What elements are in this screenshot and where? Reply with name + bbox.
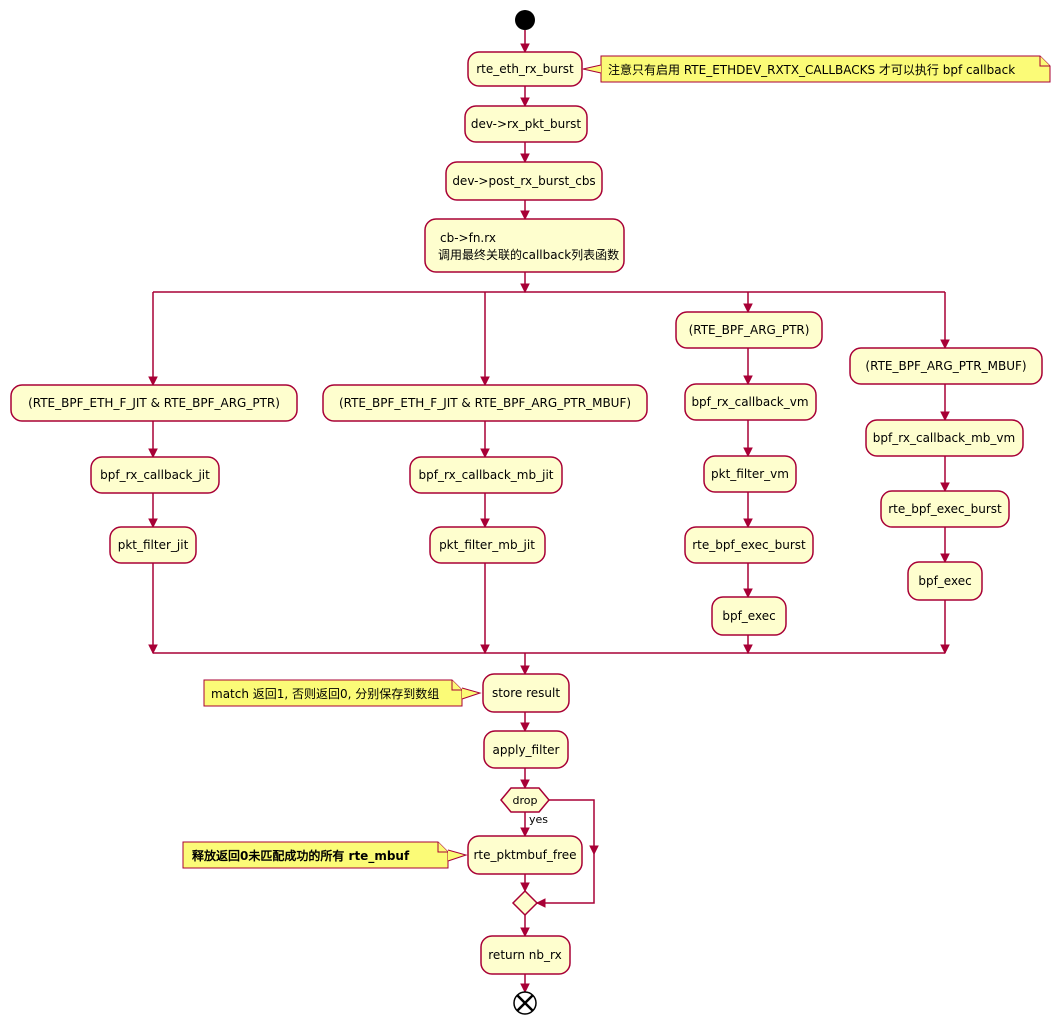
arrowheads [148,43,950,994]
arrowhead [480,644,490,655]
activity-label: (RTE_BPF_ARG_PTR_MBUF) [865,359,1026,373]
arrowhead [940,411,950,422]
activity-label: bpf_exec [918,574,971,588]
activity-bpf-rx-callback-jit: bpf_rx_callback_jit [90,456,220,494]
start-node [515,10,535,30]
activity-b3-condition: (RTE_BPF_ARG_PTR) [675,311,823,349]
activity-label: pkt_filter_mb_jit [439,538,535,552]
activity-rte-pktmbuf-free: rte_pktmbuf_free [467,835,583,875]
activity-label: dev->post_rx_burst_cbs [452,174,595,188]
activity-rx-pkt-burst: dev->rx_pkt_burst [464,105,588,143]
activity-label-line2: 调用最终关联的callback列表函数 [438,247,619,262]
activity-label: pkt_filter_vm [711,467,789,481]
arrowhead [535,898,546,908]
activity-b4-rte-bpf-exec-burst: rte_bpf_exec_burst [880,490,1010,528]
activity-pkt-filter-vm: pkt_filter_vm [703,455,797,493]
arrowhead [520,779,530,790]
note-free: 释放返回0未匹配成功的所有 rte_mbuf [182,841,468,869]
activity-cb-fn-rx: cb->fn.rx 调用最终关联的callback列表函数 [424,218,625,273]
activity-label: bpf_rx_callback_jit [100,468,210,482]
decision-label: drop [513,794,538,807]
activity-label: rte_bpf_exec_burst [888,502,1002,516]
arrowhead [743,303,753,314]
arrowhead [743,644,753,655]
activity-post-rx-burst-cbs: dev->post_rx_burst_cbs [445,161,603,201]
arrowhead [940,482,950,493]
activity-label: bpf_rx_callback_mb_jit [419,468,554,482]
activity-store-result: store result [482,673,570,713]
end-node [513,991,537,1015]
activity-rte-eth-rx-burst: rte_eth_rx_burst [467,51,583,87]
activity-label: rte_pktmbuf_free [473,848,576,862]
activity-b3-rte-bpf-exec-burst: rte_bpf_exec_burst [684,526,814,564]
arrowhead [520,97,530,108]
arrowhead [520,665,530,676]
arrowhead [148,448,158,459]
arrowhead [520,827,530,838]
activity-label-line1: cb->fn.rx [440,231,496,245]
arrowhead [520,43,530,54]
arrowhead [940,644,950,655]
note-callbacks: 注意只有启用 RTE_ETHDEV_RXTX_CALLBACKS 才可以执行 b… [582,55,1051,83]
activity-bpf-rx-callback-mb-jit: bpf_rx_callback_mb_jit [409,456,563,494]
arrowhead [520,983,530,994]
note-text: 释放返回0未匹配成功的所有 rte_mbuf [192,848,410,864]
activity-b2-condition: (RTE_BPF_ETH_F_JIT & RTE_BPF_ARG_PTR_MBU… [322,384,648,422]
note-text: 注意只有启用 RTE_ETHDEV_RXTX_CALLBACKS 才可以执行 b… [608,62,1015,77]
decision-yes-label: yes [529,813,548,826]
activity-b4-bpf-exec: bpf_exec [907,561,983,601]
arrowhead [148,644,158,655]
activity-b1-condition: (RTE_BPF_ETH_F_JIT & RTE_BPF_ARG_PTR) [10,384,298,422]
arrowhead [480,518,490,529]
arrowhead [480,376,490,387]
activity-label: store result [492,686,560,700]
activity-return-nb-rx: return nb_rx [480,935,571,975]
activity-bpf-rx-callback-mb-vm: bpf_rx_callback_mb_vm [865,419,1024,457]
arrowhead [520,927,530,938]
arrowhead [520,153,530,164]
activity-label: pkt_filter_jit [118,538,189,552]
arrowhead [520,283,530,294]
activity-label: (RTE_BPF_ETH_F_JIT & RTE_BPF_ARG_PTR) [28,396,280,410]
note-text: match 返回1, 否则返回0, 分别保存到数组 [211,686,439,701]
activity-label: apply_filter [493,743,560,757]
activity-label: (RTE_BPF_ETH_F_JIT & RTE_BPF_ARG_PTR_MBU… [339,396,631,410]
merge-diamond [511,889,539,917]
arrowhead [743,375,753,386]
arrowhead [148,376,158,387]
arrowhead [148,518,158,529]
decision-drop [500,787,550,813]
activity-label: bpf_exec [722,609,775,623]
arrowhead [743,518,753,529]
arrowhead [520,722,530,733]
note-match: match 返回1, 否则返回0, 分别保存到数组 [203,679,482,707]
arrowhead [940,553,950,564]
activity-label: rte_eth_rx_burst [476,62,574,76]
activity-b3-bpf-exec: bpf_exec [711,596,787,636]
activity-pkt-filter-mb-jit: pkt_filter_mb_jit [429,526,546,564]
activity-apply-filter: apply_filter [483,730,569,769]
arrowhead [589,845,599,856]
activity-pkt-filter-jit: pkt_filter_jit [109,526,197,564]
arrowhead [520,210,530,221]
activity-label: dev->rx_pkt_burst [471,117,582,131]
arrowhead [520,882,530,893]
arrowhead [743,588,753,599]
activity-bpf-rx-callback-vm: bpf_rx_callback_vm [684,383,817,421]
activity-label: bpf_rx_callback_vm [691,395,808,409]
activity-label: bpf_rx_callback_mb_vm [873,431,1015,445]
arrowhead [743,447,753,458]
activity-label: rte_bpf_exec_burst [692,538,806,552]
activity-label: return nb_rx [488,948,561,962]
activity-b4-condition: (RTE_BPF_ARG_PTR_MBUF) [849,347,1043,385]
arrowhead [940,339,950,350]
arrowhead [480,448,490,459]
activity-label: (RTE_BPF_ARG_PTR) [689,323,810,337]
